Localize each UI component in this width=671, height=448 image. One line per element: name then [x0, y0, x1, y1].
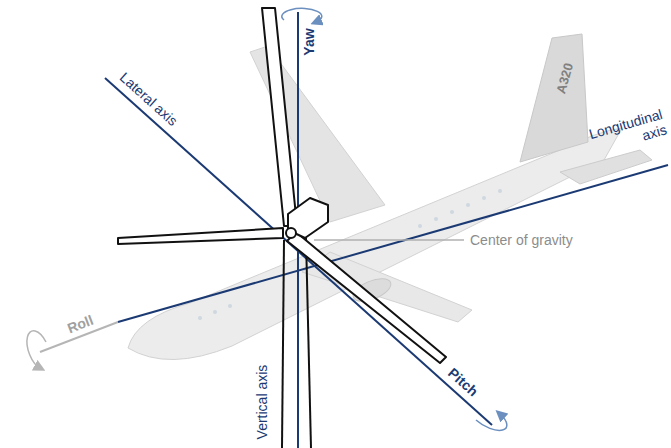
fuselage	[128, 128, 622, 360]
axis-label: Vertical axis	[254, 365, 270, 440]
tower-edge	[282, 240, 284, 448]
axis-label: Pitch	[445, 365, 481, 400]
pitch-rotation-arrow	[476, 414, 507, 430]
yaw-rotation-arrow	[282, 8, 322, 22]
hub	[286, 228, 296, 238]
tail-fin	[520, 34, 588, 162]
leader-line	[314, 239, 464, 241]
part-label: Center of gravity	[470, 232, 573, 248]
axis-label: Lateral axis	[117, 69, 181, 129]
wind-turbine	[118, 8, 446, 448]
horizontal-stabilizer	[560, 150, 652, 184]
tower-edge	[306, 238, 311, 448]
turbine-blade	[262, 8, 297, 226]
longitudinal-axis-line	[118, 165, 668, 322]
turbine-blade	[287, 232, 446, 363]
cabin-windows	[198, 189, 502, 320]
axis-label: Yaw	[301, 28, 317, 55]
roll-rotation-arrow	[27, 331, 46, 368]
turbine-blade	[118, 228, 283, 244]
